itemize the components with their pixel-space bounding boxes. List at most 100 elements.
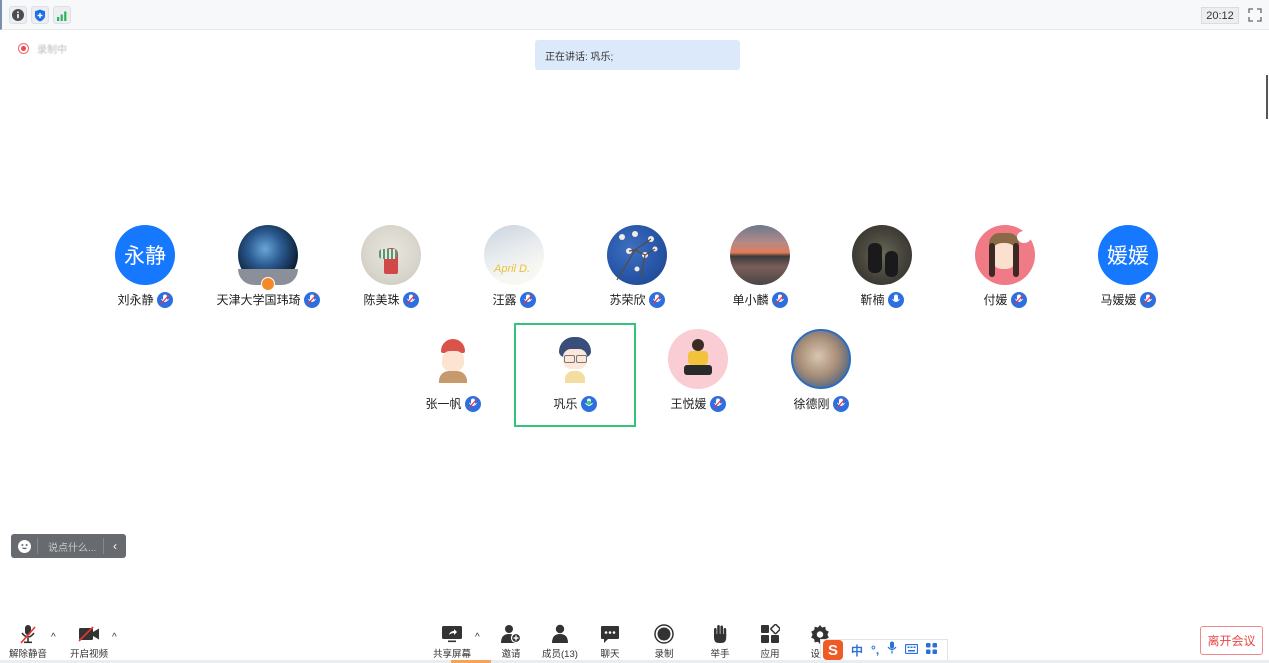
mic-icon[interactable] [887,641,897,659]
participant-tile[interactable]: 单小麟 [699,225,821,329]
participant-tile[interactable]: 张一帆 [392,329,514,433]
invite-label: 邀请 [501,649,521,660]
mic-muted-icon [464,395,481,412]
avatar [361,225,421,285]
apps-button[interactable]: 应用 [759,624,781,660]
participant-tile[interactable]: 陈美珠 [330,225,452,329]
raise-hand-button[interactable]: 举手 [709,624,731,660]
apps-label: 应用 [760,649,780,660]
mic-on-icon [887,291,904,308]
participant-tile[interactable]: 天津大学国玮琦 [207,225,329,329]
members-label: 成员(13) [542,649,578,660]
avatar-initials: 永静 [124,245,166,268]
ime-logo-icon[interactable]: S [823,640,843,660]
bottom-strip [0,660,1269,663]
meeting-toolbar: 解除静音 ^ 开启视频 ^ 共享屏幕 ^ 邀请 成员(13) 聊天 录制 举手 … [0,620,1269,663]
participant-name: 靳楠 [860,293,885,307]
chat-button[interactable]: 聊天 [599,624,621,660]
participant-name: 王悦媛 [670,397,707,411]
scrollbar[interactable] [1266,75,1268,119]
avatar [730,225,790,285]
participant-tile[interactable]: 徐德刚 [760,329,882,433]
smile-icon[interactable] [11,539,37,553]
apps-icon [759,624,781,644]
chevron-left-icon[interactable]: ‹ [113,539,117,553]
keyboard-icon[interactable] [905,641,919,659]
participant-name: 马媛媛 [1100,293,1137,307]
chevron-up-icon[interactable]: ^ [112,632,117,643]
members-button[interactable]: 成员(13) [542,624,578,660]
fullscreen-icon[interactable] [1247,7,1263,23]
participant-tile[interactable]: 苏荣欣 [576,225,698,329]
chat-label: 聊天 [600,649,620,660]
avatar-initials: 媛媛 [1107,245,1149,268]
avatar: 媛媛 [1098,225,1158,285]
video-off-icon [78,624,100,644]
share-screen-button[interactable]: 共享屏幕 [433,624,471,660]
mic-muted-icon [1010,291,1027,308]
ime-punct-toggle[interactable]: °, [871,643,880,657]
participant-name: 刘永静 [117,293,154,307]
raise-hand-label: 举手 [710,649,730,660]
avatar [668,329,728,389]
chat-icon [599,624,621,644]
chat-placeholder[interactable]: 说点什么... [48,542,97,554]
members-icon [549,624,571,644]
chevron-up-icon[interactable]: ^ [51,632,56,643]
participant-name: 天津大学国玮琦 [216,293,301,307]
participant-tile-active-speaker[interactable]: 巩乐 [514,323,636,427]
accent-indicator [451,660,491,663]
participant-name: 苏荣欣 [609,293,646,307]
ime-toolbar[interactable]: S 中 °, [820,639,948,661]
avatar [545,329,605,389]
avatar: 永静 [115,225,175,285]
host-badge-icon [261,277,275,291]
avatar [791,329,851,389]
mic-muted-icon [519,291,536,308]
speaking-text: 正在讲话: 巩乐; [545,51,614,63]
top-bar: 20:12 [0,0,1269,30]
avatar [238,225,298,291]
info-icon[interactable] [9,6,27,24]
grid-icon[interactable] [926,641,938,659]
participant-tile[interactable]: 付媛 [944,225,1066,329]
record-button[interactable]: 录制 [653,624,675,660]
ime-mode-toggle[interactable]: 中 [851,643,864,658]
participant-name: 张一帆 [425,397,462,411]
record-icon [653,624,675,644]
avatar [607,225,667,285]
participant-name: 陈美珠 [363,293,400,307]
mic-muted-icon [303,291,320,308]
shield-icon[interactable] [31,6,49,24]
divider [103,538,104,554]
start-video-button[interactable]: 开启视频 [70,624,108,660]
recording-indicator: 录制中 [18,41,67,56]
participant-tile[interactable]: 王悦媛 [637,329,759,433]
settings-label: 设置 [810,646,829,660]
avatar [423,329,483,389]
add-user-icon [500,624,522,644]
participant-name: 巩乐 [553,397,578,411]
invite-button[interactable]: 邀请 [500,624,522,660]
participant-name: 付媛 [983,293,1008,307]
speaking-banner: 正在讲话: 巩乐; [535,40,740,70]
participant-tile[interactable]: 永静 刘永静 [84,225,206,329]
mic-muted-icon [156,291,173,308]
unmute-button[interactable]: 解除静音 [9,624,47,660]
chevron-up-icon[interactable]: ^ [475,632,480,643]
share-screen-icon [441,624,463,644]
participant-tile[interactable]: April D. 汪露 [453,225,575,329]
share-screen-label: 共享屏幕 [433,649,472,660]
signal-icon[interactable] [53,6,71,24]
participant-tile[interactable]: 靳楠 [821,225,943,329]
leave-meeting-button[interactable]: 离开会议 [1200,626,1263,655]
chat-quick-input[interactable]: 说点什么... ‹ [11,534,126,558]
start-video-label: 开启视频 [70,649,109,660]
avatar [975,225,1035,285]
participant-name: 徐德刚 [793,397,830,411]
mic-muted-icon [832,395,849,412]
participant-tile[interactable]: 媛媛 马媛媛 [1067,225,1189,329]
mic-muted-icon [771,291,788,308]
hand-icon [709,624,731,644]
recording-label: 录制中 [37,45,67,56]
